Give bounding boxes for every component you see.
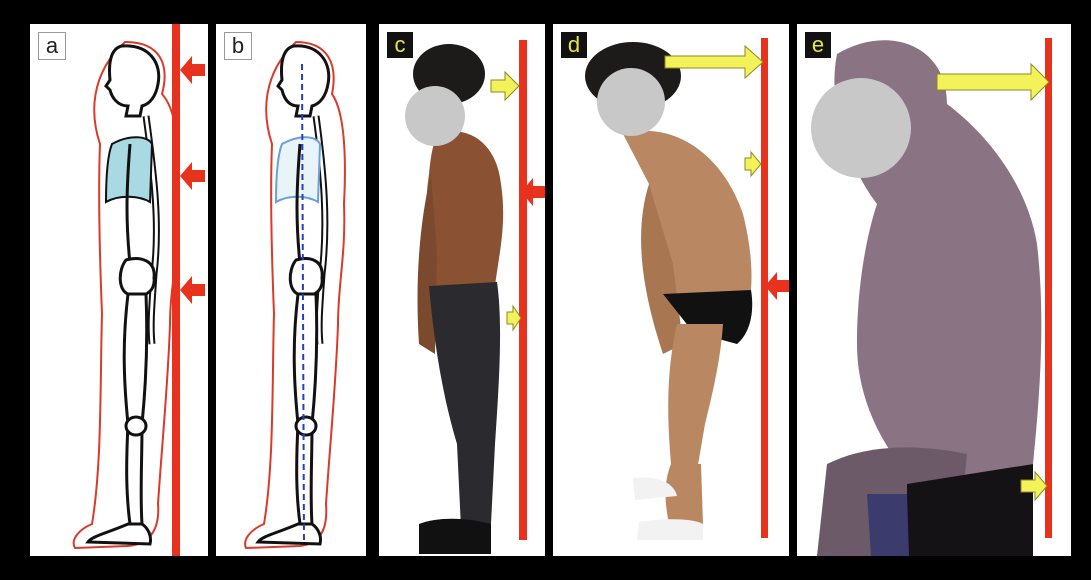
plumb-line: [172, 24, 180, 556]
yellow-arrow-icon: [745, 152, 761, 176]
red-arrow-icon: [765, 272, 789, 300]
panel-label-e: e: [805, 32, 831, 58]
face-mask-circle: [405, 86, 465, 146]
panel-c: c: [379, 24, 545, 556]
yellow-arrow-icon: [937, 64, 1049, 100]
panel-a: a: [30, 24, 208, 556]
panel-d: d: [553, 24, 789, 556]
panel-label-b: b: [224, 32, 252, 60]
posture-photo-d: [553, 24, 789, 556]
panel-b: b: [216, 24, 366, 556]
plumb-line: [519, 40, 527, 540]
face-mask-circle: [811, 78, 911, 178]
red-arrow-icon: [180, 56, 205, 84]
panel-e: e: [797, 24, 1071, 556]
plumb-line: [1045, 38, 1052, 538]
panel-label-d: d: [561, 32, 587, 58]
red-arrow-icon: [180, 162, 205, 190]
skeleton-illustration-b: [216, 24, 366, 556]
posture-photo-c: [379, 24, 545, 556]
skeleton-illustration-a: [30, 24, 208, 556]
posture-photo-e: [797, 24, 1071, 556]
panel-label-a: a: [38, 32, 66, 60]
yellow-arrow-icon: [491, 72, 519, 100]
face-mask-circle: [597, 68, 665, 136]
panel-label-c: c: [387, 32, 413, 58]
yellow-arrow-icon: [507, 306, 521, 330]
red-arrow-icon: [180, 276, 205, 304]
